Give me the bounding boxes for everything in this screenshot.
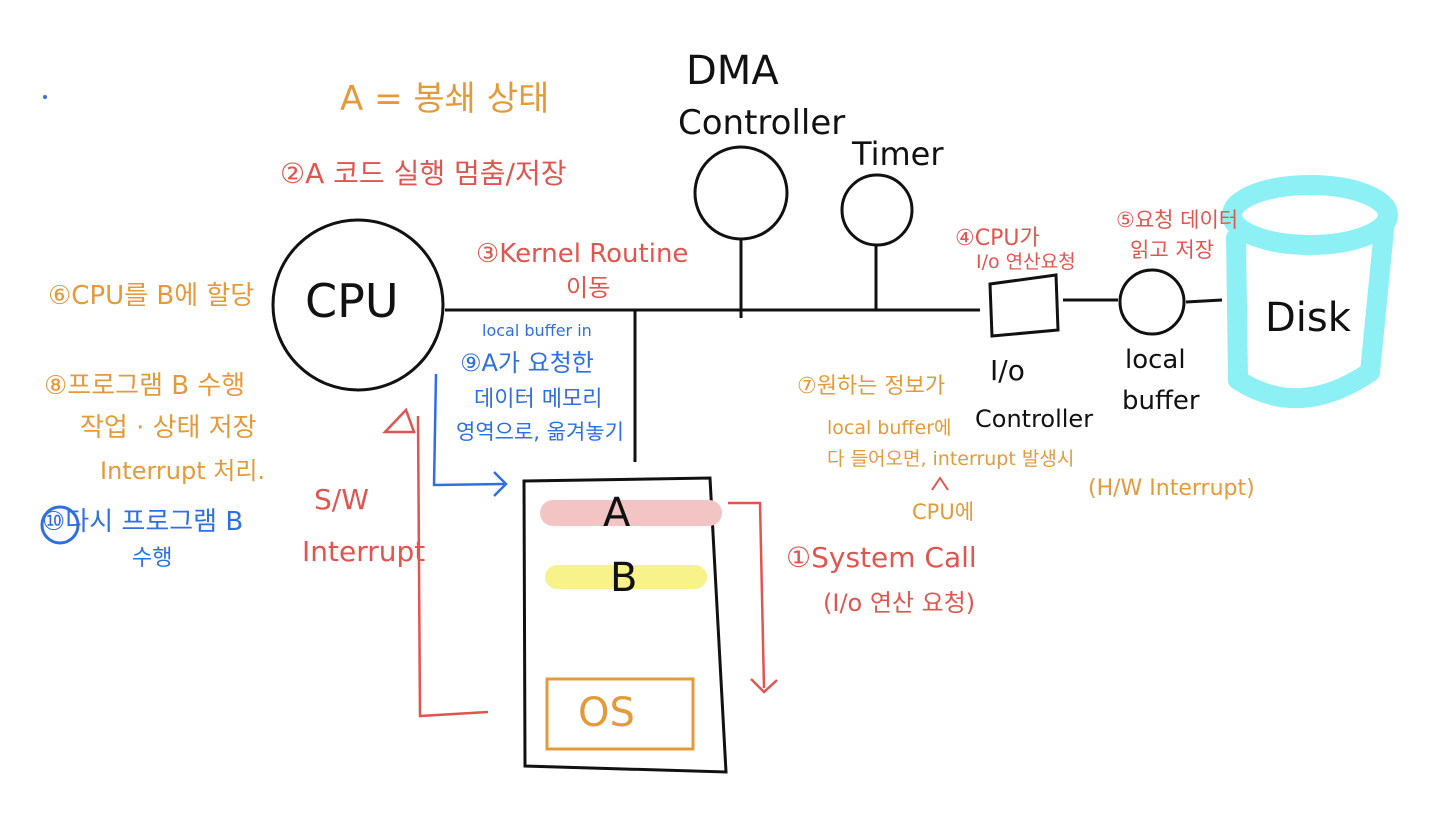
step5-line2: 읽고 저장	[1130, 238, 1214, 262]
sw-interrupt-arrowhead	[382, 407, 416, 434]
local-buffer-node	[1118, 268, 1186, 336]
local-buffer-label-1: local	[1125, 345, 1186, 375]
step2-label: ②A 코드 실행 멈춤/저장	[280, 157, 567, 190]
buffer-to-memory-arrow	[432, 373, 505, 487]
step10-line1: ⑩다시 프로그램 B	[42, 507, 244, 537]
timer-node	[840, 173, 914, 247]
step8-line2: 작업 · 상태 저장	[80, 413, 257, 443]
step1-line2: (I/o 연산 요청)	[823, 589, 976, 617]
process-a-label: A	[603, 490, 631, 536]
step1-line1: ①System Call	[786, 541, 977, 574]
process-a-highlight	[540, 500, 722, 526]
step3-line1: ③Kernel Routine	[476, 239, 689, 269]
memory-box	[522, 476, 728, 774]
step10-line2: 수행	[132, 546, 173, 571]
step7-line2: local buffer에	[827, 417, 952, 439]
process-b-highlight	[545, 565, 707, 589]
step10-badge	[40, 505, 80, 545]
cpu-node	[271, 218, 445, 392]
step9-line3: 데이터 메모리	[474, 387, 603, 412]
step9-line1: local buffer in	[482, 321, 592, 340]
dma-label: DMA	[686, 48, 779, 94]
step4-line2: I/o 연산요청	[976, 251, 1076, 273]
step7-line4: CPU에	[912, 500, 975, 524]
step9-line2: ⑨A가 요청한	[460, 349, 594, 377]
io-controller-label: Controller	[975, 405, 1094, 433]
local-buffer-label-2: buffer	[1122, 386, 1200, 416]
step7-line3: 다 들어오면, interrupt 발생시	[827, 448, 1075, 470]
step4-line1: ④CPU가	[955, 226, 1040, 251]
os-region	[545, 677, 695, 751]
timer-label: Timer	[852, 135, 944, 173]
disk-label: Disk	[1265, 295, 1351, 341]
buffer-to-disk-connector	[1185, 298, 1223, 304]
cpu-label: CPU	[305, 274, 399, 328]
hw-interrupt-label: (H/W Interrupt)	[1088, 476, 1255, 501]
step5-line1: ⑤요청 데이터	[1116, 208, 1239, 232]
state-a-label: A = 봉쇄 상태	[340, 79, 550, 119]
sw-interrupt-line1: S/W	[314, 483, 369, 516]
dma-controller-label: Controller	[678, 103, 846, 143]
system-call-arrowhead	[750, 678, 778, 694]
step6-label: ⑥CPU를 B에 할당	[48, 281, 255, 311]
step9-line4: 영역으로, 옮겨놓기	[456, 420, 624, 444]
disk-cylinder	[1222, 175, 1398, 409]
step8-line3: Interrupt 처리.	[100, 457, 266, 485]
sw-interrupt-arrow	[416, 415, 489, 718]
step8-line1: ⑧프로그램 B 수행	[44, 371, 246, 401]
sw-interrupt-line2: Interrupt	[302, 535, 426, 568]
system-call-arrow	[728, 501, 766, 689]
io-label: I/o	[990, 354, 1025, 387]
buffer-to-memory-arrowhead	[493, 471, 508, 497]
os-label: OS	[578, 690, 635, 736]
io-controller-node	[988, 273, 1060, 338]
step3-line2: 이동	[566, 274, 611, 302]
caret-mark	[931, 476, 949, 491]
process-b-label: B	[610, 555, 638, 601]
dma-controller-node	[693, 145, 789, 241]
step7-line1: ⑦원하는 정보가	[797, 374, 946, 399]
stray-dot	[43, 95, 47, 99]
